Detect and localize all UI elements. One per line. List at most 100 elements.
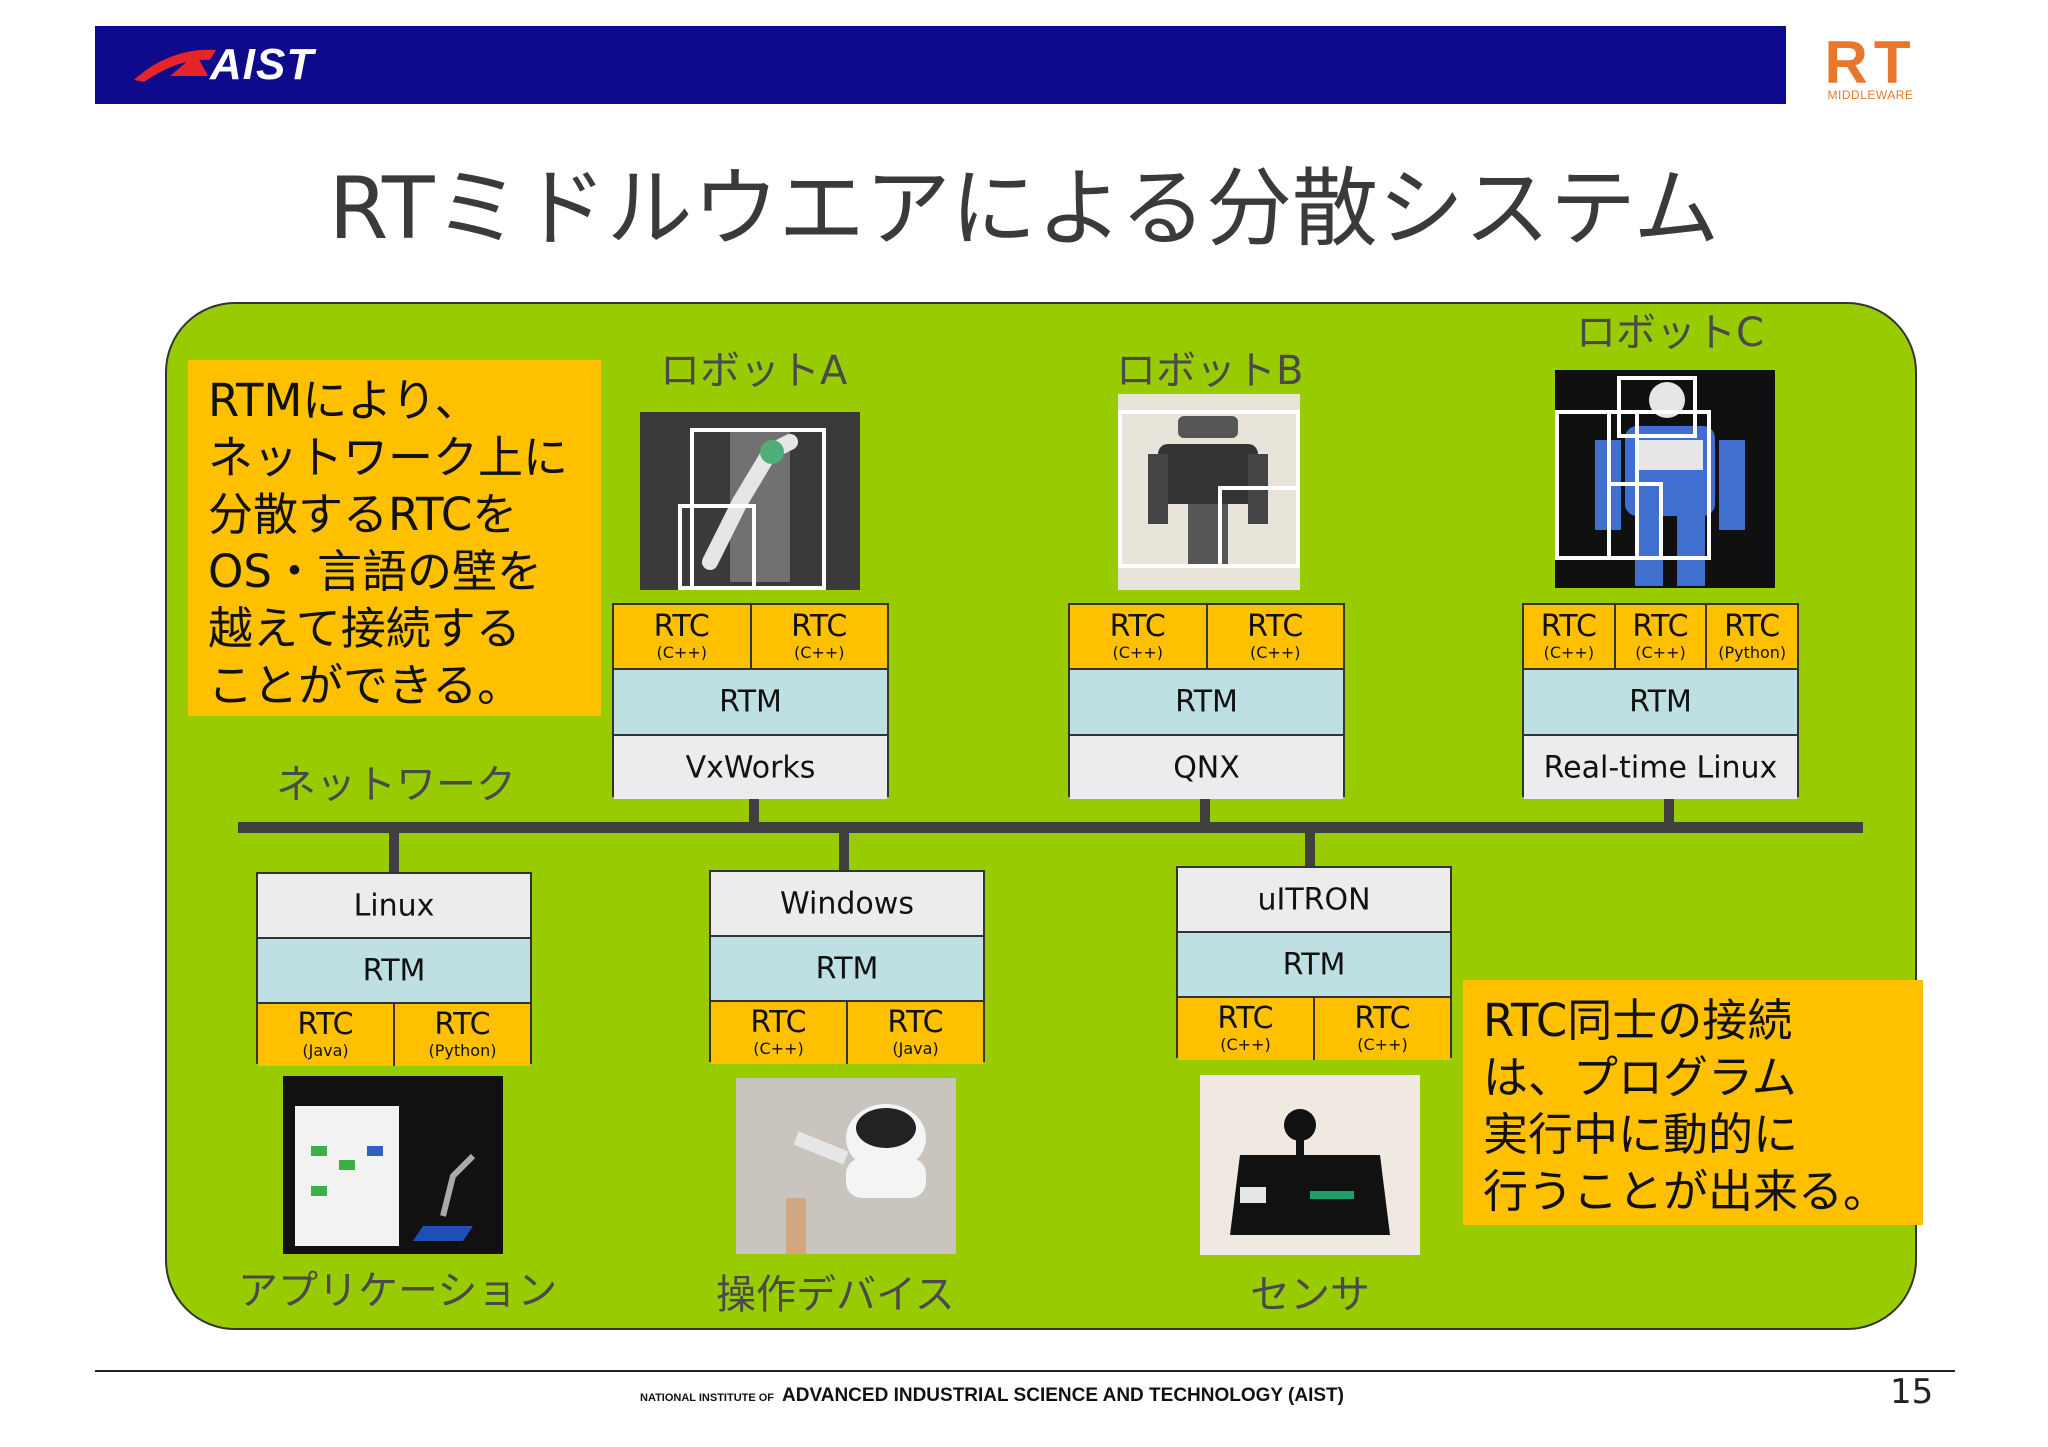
rtc-box: RTC(C++)	[752, 605, 888, 668]
robot-a-label: ロボットA	[660, 348, 848, 394]
rt-logo-mark: RT	[1824, 29, 1917, 96]
connector	[839, 830, 849, 870]
page-number: 15	[1890, 1372, 1934, 1412]
rtc-name: RTC	[1217, 1001, 1274, 1036]
rtc-row: RTC(C++) RTC(C++)	[1178, 998, 1450, 1060]
os-label: Linux	[353, 888, 435, 923]
rtc-name: RTC	[1109, 608, 1166, 644]
rtc-lang: (C++)	[1250, 642, 1301, 662]
application-photo	[283, 1076, 503, 1254]
rtc-lang: (C++)	[1220, 1035, 1271, 1054]
rtc-box: RTC(C++)	[1315, 998, 1450, 1060]
robot-a-photo	[640, 412, 860, 590]
rtc-name: RTC	[791, 608, 848, 644]
joystick-icon	[1230, 1109, 1390, 1235]
rtc-box: RTC(Java)	[258, 1004, 395, 1066]
rt-logo-sub: MIDDLEWARE	[1827, 88, 1914, 102]
selection-box	[690, 428, 826, 590]
rtc-box: RTC(C++)	[1616, 605, 1708, 668]
connector	[389, 830, 399, 872]
selection-box	[1218, 486, 1300, 568]
rtc-lang: (C++)	[794, 642, 845, 662]
os-row: QNX	[1070, 736, 1343, 799]
selection-box	[1607, 482, 1663, 560]
rtm-row: RTM	[614, 670, 887, 736]
rtc-name: RTC	[1354, 1001, 1411, 1036]
rtc-box: RTC(C++)	[1178, 998, 1315, 1060]
rtc-box: RTC(C++)	[1070, 605, 1208, 668]
os-label: Windows	[780, 886, 914, 921]
rtc-lang: (Java)	[302, 1041, 349, 1060]
os-row: Linux	[258, 874, 530, 939]
rtc-name: RTC	[297, 1007, 354, 1042]
note-top-left: RTMにより、 ネットワーク上に 分散するRTCを OS・言語の壁を 越えて接続…	[188, 360, 601, 716]
rtc-name: RTC	[434, 1007, 491, 1042]
application-label: アプリケーション	[238, 1268, 558, 1314]
rtc-name: RTC	[1724, 608, 1781, 644]
connector	[1664, 796, 1674, 826]
robot-b-label: ロボットB	[1116, 348, 1304, 394]
device-sensor-stack: uITRON RTM RTC(C++) RTC(C++)	[1176, 866, 1452, 1060]
device-application-stack: Linux RTM RTC(Java) RTC(Python)	[256, 872, 532, 1066]
rtc-name: RTC	[1540, 608, 1597, 644]
robot-c-photo	[1555, 370, 1775, 588]
rtc-name: RTC	[653, 608, 710, 644]
rtc-lang: (C++)	[656, 642, 707, 662]
rtc-row: RTC(C++) RTC(C++)	[614, 605, 887, 670]
aist-logo-text: AIST	[210, 40, 315, 89]
rtc-lang: (Python)	[428, 1041, 497, 1060]
rtm-row: RTM	[258, 939, 530, 1004]
footer-rule	[95, 1370, 1955, 1372]
selection-box	[1617, 376, 1697, 438]
os-row: Real-time Linux	[1524, 736, 1797, 799]
header-band	[95, 26, 1955, 104]
rtc-lang: (Java)	[892, 1039, 939, 1058]
rtm-row: RTM	[711, 937, 983, 1002]
robot-b-stack: RTC(C++) RTC(C++) RTM QNX	[1068, 603, 1345, 799]
rtm-row: RTM	[1070, 670, 1343, 736]
rtc-lang: (C++)	[1357, 1035, 1408, 1054]
rtm-label: RTM	[1629, 684, 1692, 720]
rtc-lang: (C++)	[1112, 642, 1163, 662]
footer-org: ADVANCED INDUSTRIAL SCIENCE AND TECHNOLO…	[782, 1385, 1344, 1406]
connector	[1200, 796, 1210, 826]
sensor-photo	[1200, 1075, 1420, 1255]
os-label: QNX	[1173, 750, 1240, 785]
os-label: VxWorks	[685, 750, 816, 785]
rtc-box: RTC(Python)	[395, 1004, 530, 1066]
rtc-box: RTC(C++)	[1208, 605, 1344, 668]
rtm-label: RTM	[362, 953, 426, 988]
page-title: RTミドルウエアによる分散システム	[328, 159, 1720, 259]
rtc-row: RTC(C++) RTC(C++) RTC(Python)	[1524, 605, 1797, 670]
connector	[1305, 830, 1315, 866]
rtm-label: RTM	[719, 684, 782, 720]
rtc-lang: (C++)	[1635, 642, 1686, 662]
haptic-device-icon	[786, 1104, 926, 1254]
rt-middleware-logo: RT MIDDLEWARE	[1786, 26, 1955, 104]
rtc-name: RTC	[1632, 608, 1689, 644]
device-controller-stack: Windows RTM RTC(C++) RTC(Java)	[709, 870, 985, 1064]
os-row: uITRON	[1178, 868, 1450, 933]
rtc-box: RTC(C++)	[614, 605, 752, 668]
sensor-label: センサ	[1250, 1272, 1370, 1318]
aist-swoosh-icon	[134, 49, 216, 82]
controller-label: 操作デバイス	[716, 1272, 955, 1318]
rtc-box: RTC(C++)	[1524, 605, 1616, 668]
aist-logo: AIST	[130, 36, 330, 96]
rtm-row: RTM	[1178, 933, 1450, 998]
robot-c-stack: RTC(C++) RTC(C++) RTC(Python) RTM Real-t…	[1522, 603, 1799, 799]
footer-text: NATIONAL INSTITUTE OF ADVANCED INDUSTRIAL…	[640, 1385, 1344, 1407]
rtc-box: RTC(Python)	[1707, 605, 1797, 668]
rtc-row: RTC(Java) RTC(Python)	[258, 1004, 530, 1066]
rtc-box: RTC(C++)	[711, 1002, 848, 1064]
os-row: Windows	[711, 872, 983, 937]
rtc-lang: (C++)	[1543, 642, 1595, 662]
rtc-row: RTC(C++) RTC(Java)	[711, 1002, 983, 1064]
connector	[749, 796, 759, 826]
rtc-row: RTC(C++) RTC(C++)	[1070, 605, 1343, 670]
rtc-lang: (C++)	[753, 1039, 804, 1058]
os-label: Real-time Linux	[1543, 750, 1778, 785]
rtc-name: RTC	[1247, 608, 1304, 644]
footer-prefix: NATIONAL INSTITUTE OF	[640, 1392, 775, 1404]
robot-c-label: ロボットC	[1576, 310, 1764, 356]
